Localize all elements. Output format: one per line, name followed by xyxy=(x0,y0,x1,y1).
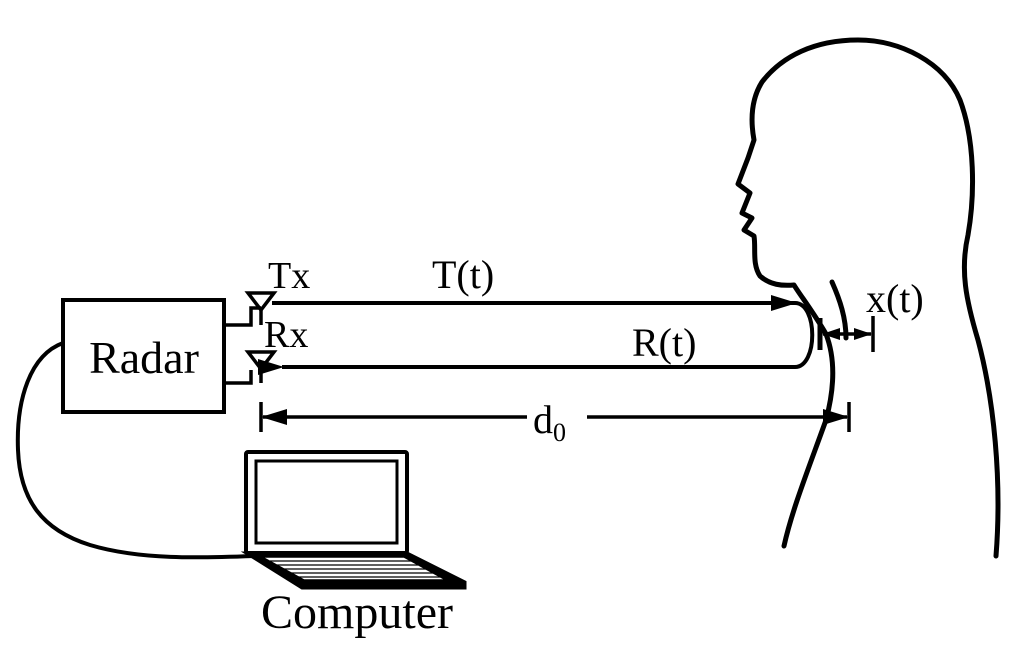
tx-label: Tx xyxy=(268,255,310,297)
back-of-neck xyxy=(829,279,849,341)
receive-label: R(t) xyxy=(632,320,696,365)
tx-antenna: Tx xyxy=(224,255,310,327)
transmit-label: T(t) xyxy=(432,252,494,297)
laptop-screen-outer xyxy=(244,450,409,555)
distance-symbol: d xyxy=(533,397,553,442)
laptop-screen-inner xyxy=(254,459,399,545)
radar-unit: Radar xyxy=(61,298,226,414)
radar-label: Radar xyxy=(89,332,199,383)
radar-box xyxy=(61,298,226,414)
distance-subscript: 0 xyxy=(553,418,566,447)
computer-label: Computer xyxy=(261,586,453,639)
distance-dimension: d0 xyxy=(259,397,851,447)
transmit-signal: T(t) xyxy=(272,252,797,311)
keyboard-keys xyxy=(270,560,440,578)
head-face-profile xyxy=(735,37,1001,559)
human-silhouette xyxy=(735,37,1001,559)
rx-feed-line xyxy=(224,370,253,385)
tx-feed-line xyxy=(224,306,261,327)
receive-signal: R(t) xyxy=(258,301,815,375)
rx-label: Rx xyxy=(264,314,308,356)
displacement-label: x(t) xyxy=(866,276,924,321)
distance-label: d0 xyxy=(533,397,566,447)
computer: Computer xyxy=(15,341,467,639)
radar-cable xyxy=(15,341,255,560)
tx-antenna-icon xyxy=(244,291,278,313)
reflection-curve xyxy=(258,301,815,375)
